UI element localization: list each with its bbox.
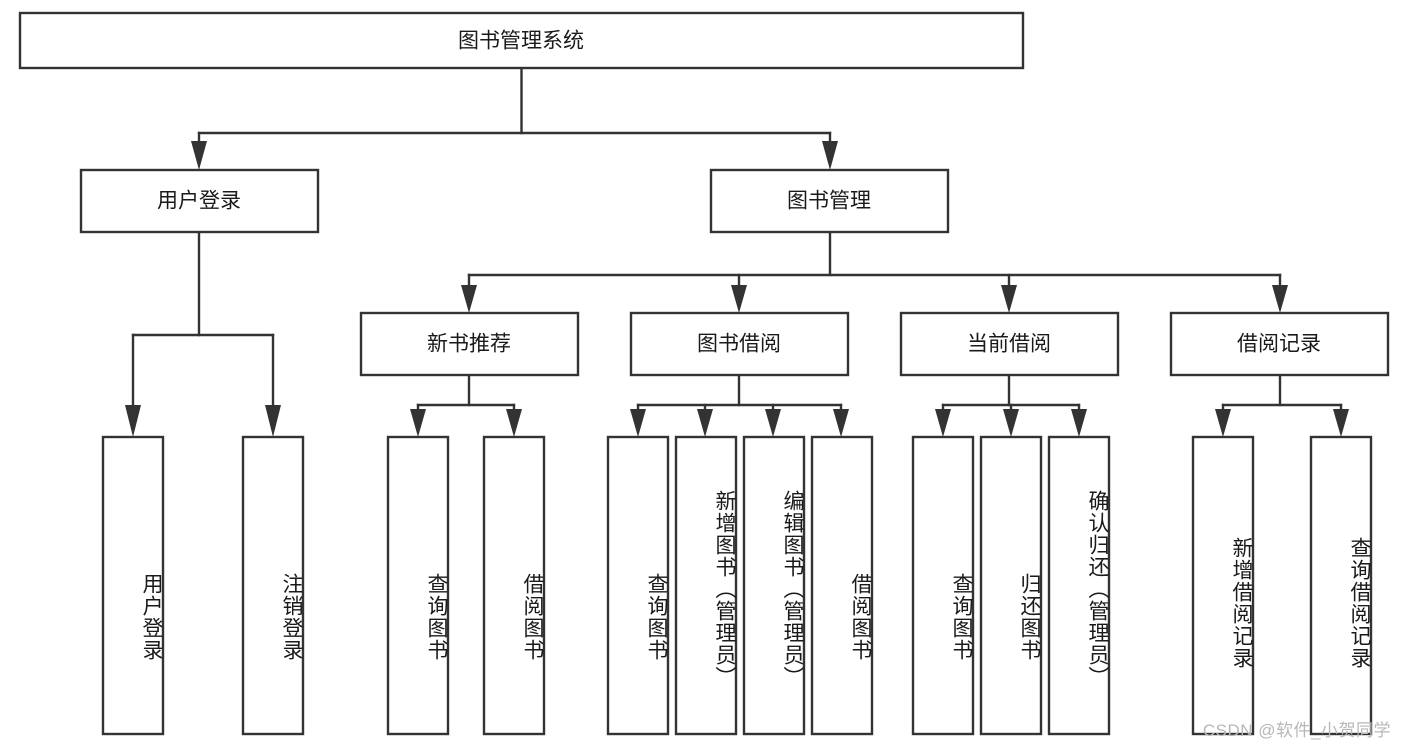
leaf-query-book-3-box[interactable] [911, 435, 975, 736]
arrow-head-icon [1071, 409, 1087, 437]
node-user-login-label: 用户登录 [157, 190, 241, 213]
arrow-head-icon [1272, 285, 1288, 313]
leaf-query-record-box[interactable] [1309, 435, 1373, 736]
connector-group-root [191, 66, 838, 170]
leaf-edit-book-box[interactable] [742, 435, 806, 736]
arrow-head-icon [822, 141, 838, 170]
connector-group-current-borrow [935, 373, 1087, 437]
leaf-boxes [101, 435, 1373, 736]
node-book-borrow[interactable]: 图书借阅 [629, 311, 850, 377]
arrow-head-icon [1215, 409, 1231, 437]
node-book-borrow-label: 图书借阅 [697, 333, 781, 356]
arrow-head-icon [506, 409, 522, 437]
arrow-head-icon [1003, 409, 1019, 437]
leaf-query-book-1-box[interactable] [386, 435, 450, 736]
node-borrow-record-label: 借阅记录 [1237, 333, 1321, 356]
arrow-head-icon [630, 409, 646, 437]
connector-group-book-borrow [630, 373, 849, 437]
arrow-head-icon [125, 405, 141, 437]
node-user-login-box[interactable] [79, 168, 320, 234]
arrow-head-icon [731, 285, 747, 313]
arrow-head-icon [1333, 409, 1349, 437]
arrow-head-icon [191, 141, 207, 170]
arrow-head-icon [935, 409, 951, 437]
connector-group-user-login [125, 230, 281, 437]
arrow-head-icon [265, 405, 281, 437]
node-book-manage-box[interactable] [709, 168, 950, 234]
node-current-borrow-label: 当前借阅 [967, 333, 1051, 356]
leaf-query-book-2-box[interactable] [606, 435, 670, 736]
node-book-borrow-box[interactable] [629, 311, 850, 377]
connector-group-book-manage [461, 230, 1288, 313]
connector-group-borrow-record [1215, 373, 1349, 437]
arrow-head-icon [461, 285, 477, 313]
arrow-head-icon [410, 409, 426, 437]
leaf-add-record-box[interactable] [1191, 435, 1255, 736]
node-borrow-record[interactable]: 借阅记录 [1169, 311, 1390, 377]
node-root[interactable]: 图书管理系统 [18, 11, 1025, 70]
leaf-borrow-book-2-box[interactable] [810, 435, 874, 736]
node-new-book-recommend[interactable]: 新书推荐 [359, 311, 580, 377]
node-current-borrow[interactable]: 当前借阅 [899, 311, 1120, 377]
arrow-head-icon [833, 409, 849, 437]
node-new-book-recommend-box[interactable] [359, 311, 580, 377]
node-current-borrow-box[interactable] [899, 311, 1120, 377]
node-book-manage-label: 图书管理 [787, 190, 871, 213]
connector-group-new-book-recommend [410, 373, 522, 437]
node-book-manage[interactable]: 图书管理 [709, 168, 950, 234]
node-borrow-record-box[interactable] [1169, 311, 1390, 377]
leaf-borrow-book-1-box[interactable] [482, 435, 546, 736]
leaf-return-book-box[interactable] [979, 435, 1043, 736]
leaf-add-book-box[interactable] [674, 435, 738, 736]
leaf-logout-login-box[interactable] [241, 435, 305, 736]
arrow-head-icon [765, 409, 781, 437]
leaf-confirm-return-box[interactable] [1047, 435, 1111, 736]
node-root-box[interactable] [18, 11, 1025, 70]
node-user-login[interactable]: 用户登录 [79, 168, 320, 234]
csdn-watermark: CSDN @软件_小贺同学 [1202, 721, 1391, 740]
leaf-user-login-box[interactable] [101, 435, 165, 736]
arrow-head-icon [1001, 285, 1017, 313]
node-new-book-recommend-label: 新书推荐 [427, 333, 511, 356]
node-root-label: 图书管理系统 [458, 30, 584, 53]
arrow-head-icon [697, 409, 713, 437]
